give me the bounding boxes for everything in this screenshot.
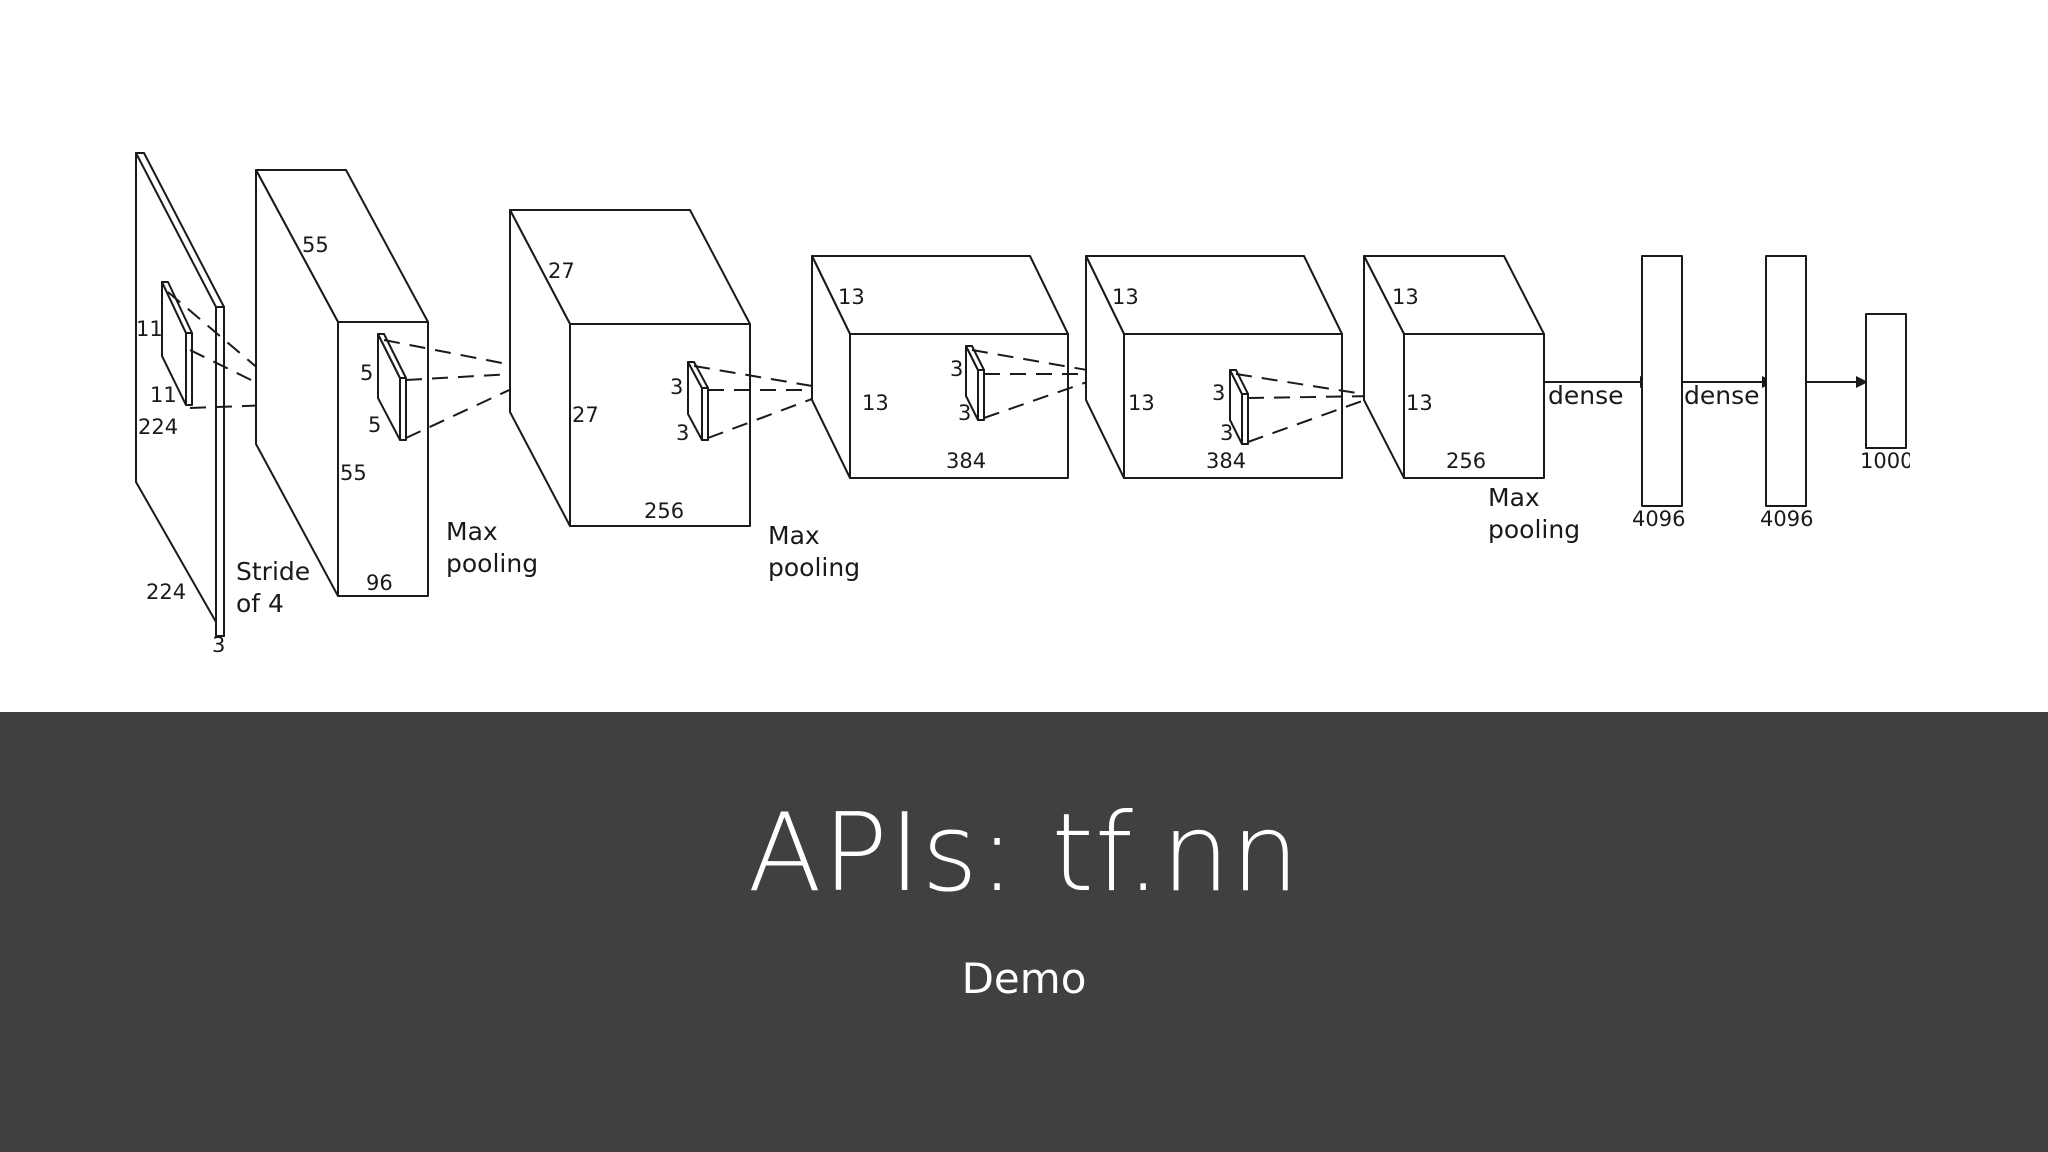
conv3-depth: 384 [946, 449, 986, 473]
pool1-label-line1: Max [446, 517, 498, 546]
dense1-label: dense [1548, 381, 1624, 410]
conv3-block: 13 13 384 3 3 [811, 255, 1111, 479]
alexnet-diagram-svg: 11 11 224 224 3 Stride of 4 55 55 96 [135, 152, 1914, 657]
pool3-label-line1: Max [1488, 483, 1540, 512]
output-size: 1000 [1860, 449, 1913, 473]
conv1-kernel-width: 5 [368, 413, 381, 437]
stride-label-line2: of 4 [236, 589, 284, 618]
input-width: 224 [146, 580, 186, 604]
output-block [1865, 313, 1907, 449]
pool1-label-line2: pooling [446, 549, 538, 578]
conv5-height: 13 [1392, 285, 1419, 309]
pool2-label-line2: pooling [768, 553, 860, 582]
conv1-width: 55 [340, 461, 367, 485]
stride-label-line1: Stride [236, 557, 310, 586]
dense2-size: 4096 [1760, 507, 1813, 531]
conv5-depth: 256 [1446, 449, 1486, 473]
conv2-depth: 256 [644, 499, 684, 523]
dense-layers: dense 4096 dense 4096 1000 [1544, 255, 1913, 531]
input-depth: 3 [212, 633, 225, 657]
slide-subtitle: Demo [961, 954, 1087, 1003]
conv2-kernel-height: 3 [670, 375, 683, 399]
dense2-block [1765, 255, 1807, 507]
pool2-label-line1: Max [768, 521, 820, 550]
pool3-label-line2: pooling [1488, 515, 1580, 544]
input-height: 224 [138, 415, 178, 439]
dense2-label: dense [1684, 381, 1760, 410]
conv4-block: 13 13 384 3 3 [1085, 255, 1377, 479]
input-kernel-width: 11 [150, 383, 177, 407]
conv2-kernel-width: 3 [676, 421, 689, 445]
input-kernel-height: 11 [136, 317, 163, 341]
dense1-block [1641, 255, 1683, 507]
alexnet-diagram: 11 11 224 224 3 Stride of 4 55 55 96 [135, 152, 1914, 657]
slide-title: APIs: tf.nn [747, 791, 1301, 916]
input-layer: 11 11 224 224 3 [135, 152, 301, 657]
conv1-height: 55 [302, 233, 329, 257]
conv1-block: 55 55 96 5 5 [255, 169, 549, 597]
conv2-height: 27 [548, 259, 575, 283]
conv3-kernel-height: 3 [950, 357, 963, 381]
conv1-kernel-height: 5 [360, 361, 373, 385]
conv2-width: 27 [572, 403, 599, 427]
conv1-depth: 96 [366, 571, 393, 595]
conv4-height: 13 [1112, 285, 1139, 309]
dense1-size: 4096 [1632, 507, 1685, 531]
conv5-width: 13 [1406, 391, 1433, 415]
conv4-width: 13 [1128, 391, 1155, 415]
conv4-kernel-height: 3 [1212, 381, 1225, 405]
conv4-kernel-width: 3 [1220, 421, 1233, 445]
conv3-kernel-width: 3 [958, 401, 971, 425]
conv3-height: 13 [838, 285, 865, 309]
conv4-depth: 384 [1206, 449, 1246, 473]
conv3-width: 13 [862, 391, 889, 415]
conv2-block: 27 27 256 3 3 [509, 209, 837, 527]
title-band [0, 712, 2048, 1152]
conv5-block: 13 13 256 [1363, 255, 1545, 479]
